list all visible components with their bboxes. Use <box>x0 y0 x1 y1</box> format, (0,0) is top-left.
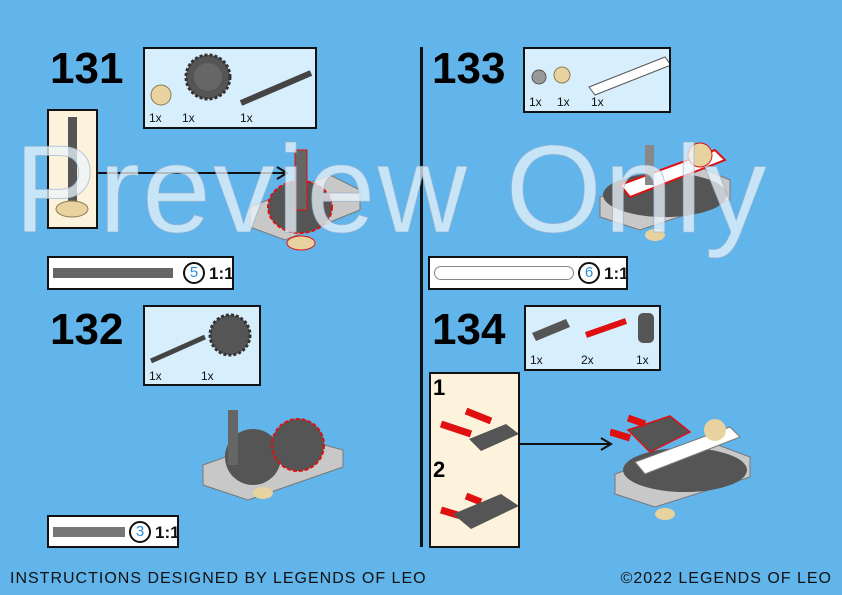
parts-illustration <box>150 53 313 106</box>
model-step-131 <box>249 149 361 251</box>
step-number: 133 <box>432 44 506 93</box>
subassembly-illustration <box>439 407 519 529</box>
footer-copyright: ©2022 LEGENDS OF LEO <box>620 570 832 587</box>
part-qty: 1x <box>591 95 604 109</box>
step-number: 132 <box>50 305 124 354</box>
parts-illustration <box>149 313 252 364</box>
length-callout: 3 1:1 <box>47 515 180 548</box>
model-step-133 <box>599 142 731 241</box>
subassembly-box <box>47 109 98 229</box>
beam-length-illustration <box>434 266 574 280</box>
substep-number: 2 <box>433 457 446 482</box>
footer-credit: INSTRUCTIONS DESIGNED BY LEGENDS OF LEO <box>10 570 427 587</box>
part-qty: 2x <box>581 353 594 367</box>
parts-list: 1x 2x 1x <box>524 305 661 371</box>
scale-label: 1:1 <box>604 264 629 283</box>
parts-list: 1x 1x 1x <box>523 47 671 113</box>
part-qty: 1x <box>182 111 195 125</box>
part-qty: 1x <box>201 369 214 383</box>
part-qty: 1x <box>529 95 542 109</box>
part-qty: 1x <box>149 369 162 383</box>
parts-illustration <box>531 56 669 96</box>
subassembly-box: 1 2 <box>429 372 520 548</box>
length-badge: 5 <box>183 262 205 284</box>
length-callout: 6 1:1 <box>428 256 629 290</box>
part-qty: 1x <box>530 353 543 367</box>
axle-length-illustration <box>53 527 125 537</box>
arrow <box>519 437 613 451</box>
part-qty: 1x <box>636 353 649 367</box>
arrow <box>97 166 289 180</box>
model-step-132 <box>202 410 344 501</box>
parts-list: 1x 1x 1x <box>143 47 317 129</box>
axle-length-illustration <box>53 268 173 278</box>
part-qty: 1x <box>240 111 253 125</box>
scale-label: 1:1 <box>209 264 234 283</box>
scale-label: 1:1 <box>155 523 180 542</box>
divider <box>420 47 423 547</box>
parts-illustration <box>532 313 654 343</box>
part-qty: 1x <box>149 111 162 125</box>
step-number: 131 <box>50 44 124 93</box>
substep-number: 1 <box>433 375 446 400</box>
length-badge: 6 <box>578 262 600 284</box>
length-callout: 5 1:1 <box>47 256 234 290</box>
length-badge: 3 <box>129 521 151 543</box>
step-number: 134 <box>432 305 506 354</box>
part-qty: 1x <box>557 95 570 109</box>
axle-gear-subassembly <box>55 117 89 218</box>
parts-list: 1x 1x <box>143 305 261 386</box>
model-step-134 <box>610 414 751 520</box>
